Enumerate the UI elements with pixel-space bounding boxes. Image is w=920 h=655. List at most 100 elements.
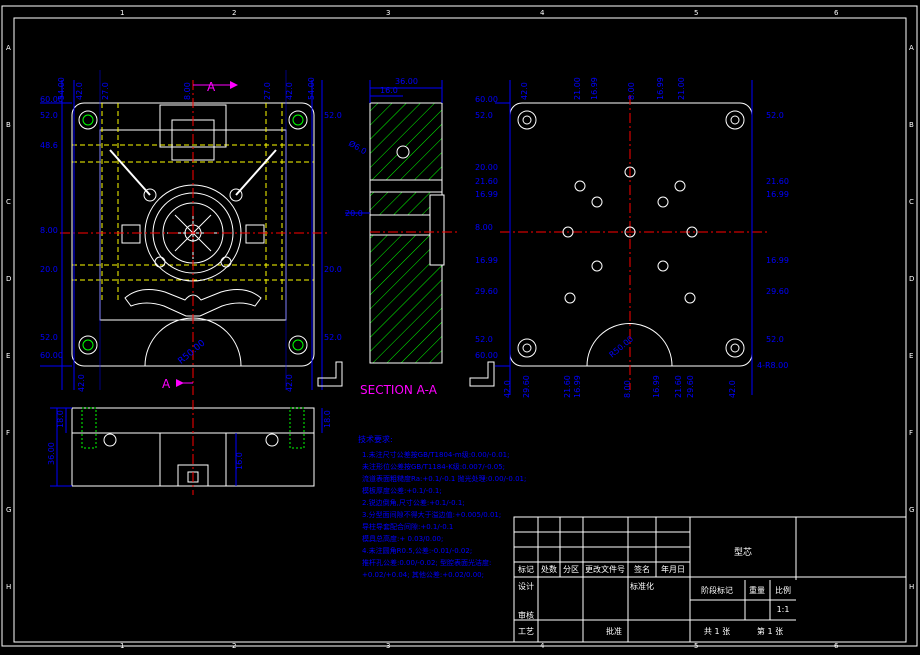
dimension-label: 20.0 [345,209,363,218]
border-number: 6 [834,642,839,650]
weight-label: 重量 [749,585,765,595]
dimension-label: 18.0 [56,410,65,428]
tech-note-line: 模板厚度公差:+0.1/-0.1; [362,486,442,495]
title-block [513,516,907,643]
border-letter: A [909,44,914,52]
dimension-label: 8.00 [627,82,636,100]
dimension-label: 52.0 [324,333,342,342]
checker-label: 审核 [518,610,534,620]
hole [657,260,669,272]
tech-note-line: 导柱导套配合间隙:+0.1/-0.1 [362,522,453,531]
standard-label: 标准化 [630,581,654,591]
hole [591,260,603,272]
border-letter: G [909,506,914,514]
title-row-label: 处数 [541,564,557,574]
dimension-label: 60.00 [40,351,63,360]
dimension-label: 54.00 [307,77,316,100]
stage-label: 阶段标记 [701,585,733,595]
right-radius-label: R50.00 [608,334,636,359]
dimension-label: 29.60 [475,287,498,296]
dimension-label: 52.0 [40,333,58,342]
dimension-label: 20.0 [40,265,58,274]
dimension-label: 52.0 [324,111,342,120]
dimension-label: 21.60 [563,375,572,398]
dimension-label: 60.00 [475,351,498,360]
outer-frame [1,5,918,647]
hole [562,226,574,238]
border-number: 1 [120,642,124,650]
bottom-view [50,400,323,495]
dimension-label: 18.0 [323,410,332,428]
border-letter: H [909,583,914,591]
dimension-label: 21.60 [674,375,683,398]
dimension-label: 16.99 [656,77,665,100]
right-holes [562,166,698,304]
border-letter: F [6,429,10,437]
tech-note-line: 3.分型面间隙不得大于溢边值:+0.005/0.01; [362,510,501,519]
border-number: 6 [834,9,839,17]
dimension-label: 20.00 [475,163,498,172]
dimension-label: 42.0 [285,82,294,100]
dimension-label: 27.0 [263,82,272,100]
dimension-label: 16.99 [475,190,498,199]
title-row-label: 年月日 [661,564,685,574]
border-letter: B [909,121,914,129]
dimension-label: 21.00 [677,77,686,100]
tech-note-line: 推杆孔公差:0.00/-0.02; 型腔表面光洁度: [362,558,491,567]
dimension-label: 16.99 [652,375,661,398]
dimension-label: 36.00 [47,442,56,465]
hole [686,226,698,238]
tech-note-line: 4.未注圆角R0.5,公差:-0.01/-0.02; [362,546,472,555]
title-row-label: 签名 [634,564,650,574]
border-letter: A [6,44,11,52]
dimension-label: 29.60 [522,375,531,398]
border-letter: C [6,198,11,206]
dimension-label: 48.6 [40,141,58,150]
dimension-label: 8.00 [183,82,192,100]
dimension-label: 16.99 [766,190,789,199]
tech-notes-heading: 技术要求: [358,434,393,444]
dimension-label: 42.0 [285,374,294,392]
hole [657,196,669,208]
border-number: 4 [540,9,545,17]
right-view [495,80,770,395]
tech-note-line: 未注形位公差按GB/T1184-K级:0.007/-0.05; [362,462,505,471]
dimension-label: 16.99 [573,375,582,398]
dimension-label: 27.0 [101,82,110,100]
hole [624,226,636,238]
border-letter: C [909,198,914,206]
main-radius-label: R50.00 [176,338,207,366]
hole [624,166,636,178]
border-number: 5 [694,642,698,650]
section-view: SECTION A-A [345,80,495,397]
tech-note-line: 流道表面粗糙度Ra:+0.1/-0.1 抛光处理:0.00/-0.01; [362,474,526,483]
border-letter: E [909,352,913,360]
sheet-count: 共 1 张 [704,627,730,636]
border-number: 3 [386,9,390,17]
dimension-label: 52.0 [40,111,58,120]
border-number: 2 [232,642,236,650]
section-title: SECTION A-A [360,383,438,397]
border-letter: D [6,275,11,283]
border-number: 5 [694,9,698,17]
dimension-label: 16.0 [380,86,398,95]
dimension-label: 16.99 [590,77,599,100]
tech-note-line: 模具总高度:+ 0.03/0.00; [362,534,443,543]
tech-note-line: 1.未注尺寸公差按GB/T1804-m级:0.00/-0.01; [362,450,509,459]
hole [674,180,686,192]
main-view: A A R50.00 [40,70,343,395]
border-letter: G [6,506,11,514]
dimension-label: 16.99 [475,256,498,265]
hole [574,180,586,192]
sheet-number: 第 1 张 [757,626,783,636]
dimension-label: 52.0 [766,111,784,120]
